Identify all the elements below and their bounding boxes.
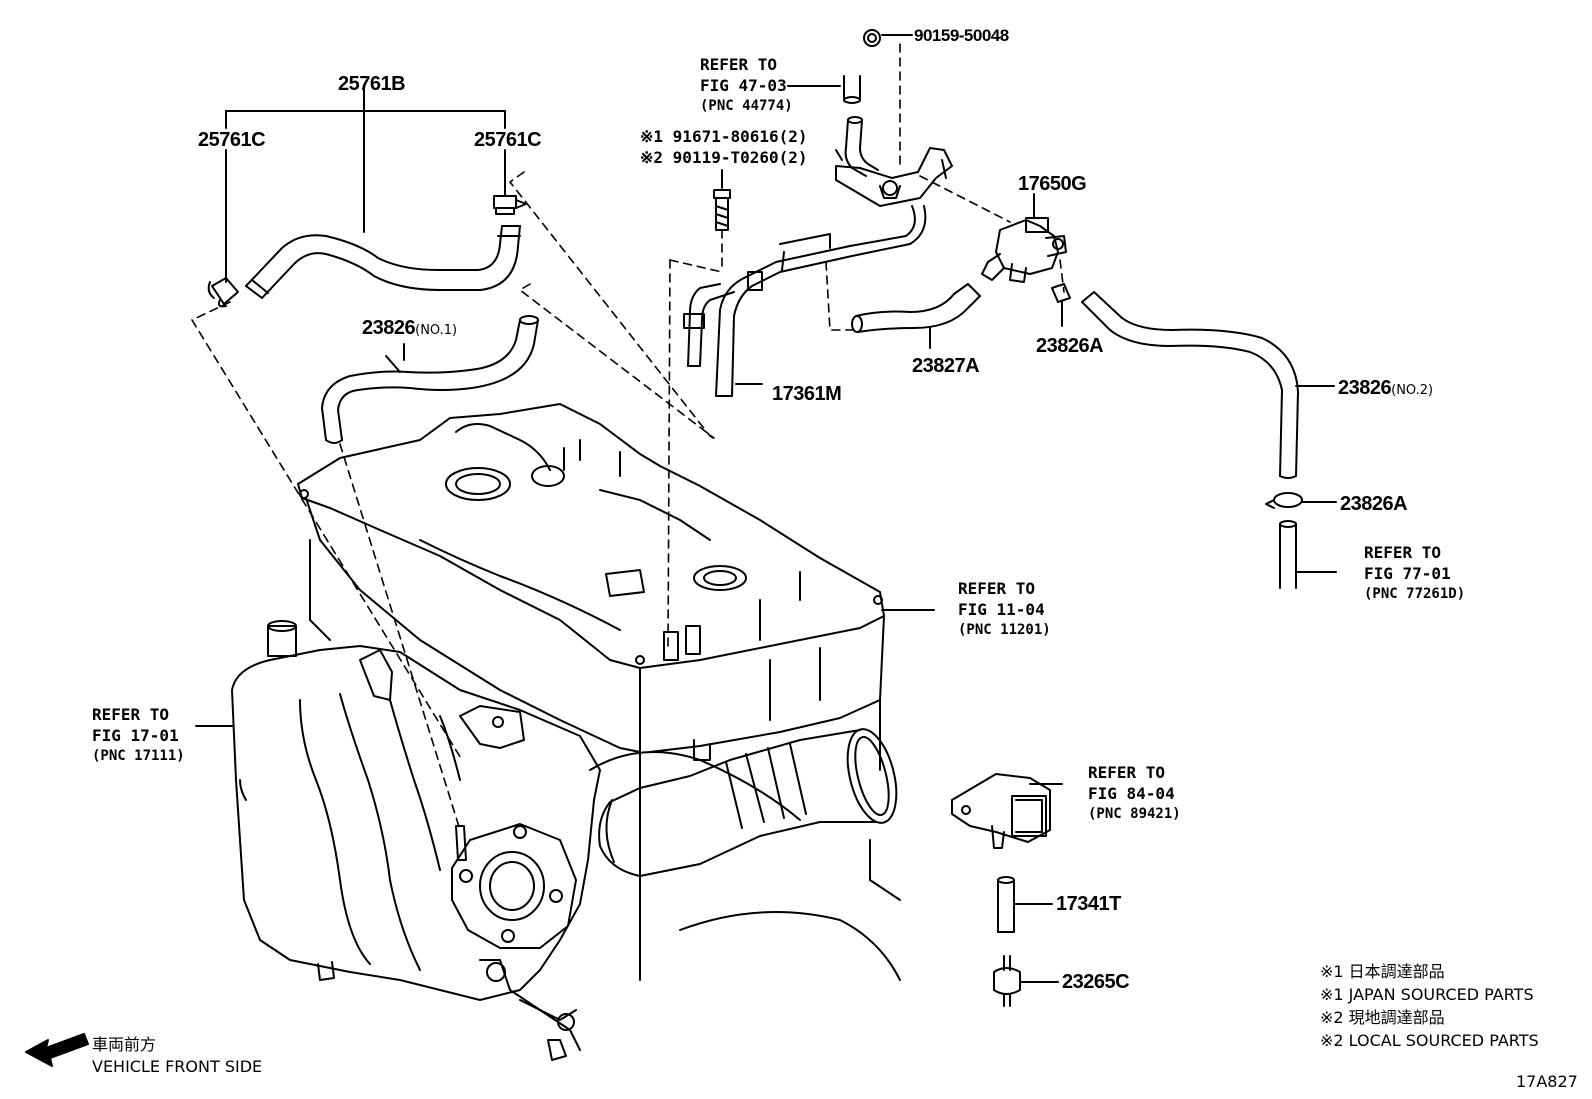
refer-fig-84-04-pnc: (PNC 89421) <box>1088 806 1181 822</box>
vehicle-front-en: VEHICLE FRONT SIDE <box>92 1057 263 1076</box>
vehicle-front-label: 車両前方 VEHICLE FRONT SIDE <box>92 1034 262 1078</box>
cylinder-head-cover <box>297 403 885 753</box>
vehicle-front-arrow <box>25 1033 89 1067</box>
refer-fig-84-04[interactable]: REFER TO FIG 84-04 (PNC 89421) <box>1088 762 1181 825</box>
vsv-17650g <box>981 193 1067 283</box>
clip-23826a-top <box>1051 283 1071 327</box>
refer-fig-17-01-line2: FIG 17-01 <box>92 726 179 745</box>
label-23826a-right: 23826A <box>1340 493 1408 515</box>
label-17650g: 17650G <box>1018 173 1087 195</box>
refer-fig-47-03-pnc: (PNC 44774) <box>700 98 793 114</box>
clip-23826a-right <box>1265 492 1337 509</box>
hose-23826-no2 <box>1081 291 1335 479</box>
bolt-line-1: ※1 91671-80616(2) <box>640 127 808 146</box>
dashed-connections <box>191 43 1065 831</box>
hose-23826-no1 <box>321 315 539 444</box>
air-intake-hose <box>598 728 898 877</box>
label-leaders <box>195 343 935 727</box>
engine-block <box>589 647 901 981</box>
refer-fig-17-01[interactable]: REFER TO FIG 17-01 (PNC 17111) <box>92 704 185 767</box>
refer-fig-47-03-line1: REFER TO <box>700 55 778 74</box>
clip-25761c-left <box>207 277 239 308</box>
refer-fig-11-04-pnc: (PNC 11201) <box>958 622 1051 638</box>
filter-23265c <box>993 955 1059 1007</box>
refer-fig-11-04-line1: REFER TO <box>958 579 1036 598</box>
pipe-fig47 <box>787 75 861 104</box>
hose-17341t <box>997 876 1053 933</box>
note-2-jp: ※2 現地調達部品 <box>1320 1008 1445 1027</box>
label-23265c: 23265C <box>1062 971 1130 993</box>
refer-fig-47-03-line2: FIG 47-03 <box>700 76 787 95</box>
label-25761b: 25761B <box>338 73 406 95</box>
refer-fig-11-04[interactable]: REFER TO FIG 11-04 (PNC 11201) <box>958 578 1051 641</box>
refer-fig-47-03[interactable]: REFER TO FIG 47-03 (PNC 44774) <box>700 54 793 117</box>
note-2-en: ※2 LOCAL SOURCED PARTS <box>1320 1031 1539 1050</box>
sourcing-notes: ※1 日本調達部品 ※1 JAPAN SOURCED PARTS ※2 現地調達… <box>1320 960 1539 1052</box>
refer-fig-17-01-pnc: (PNC 17111) <box>92 748 185 764</box>
refer-fig-77-01-line1: REFER TO <box>1364 543 1442 562</box>
refer-fig-11-04-line2: FIG 11-04 <box>958 600 1045 619</box>
vehicle-front-jp: 車両前方 <box>92 1035 157 1054</box>
hose-23827a <box>851 283 981 349</box>
label-23826-no2-sub: (NO.2) <box>1391 383 1434 398</box>
label-23826a-top: 23826A <box>1036 335 1104 357</box>
note-1-en: ※1 JAPAN SOURCED PARTS <box>1320 985 1534 1004</box>
pipe-fig77 <box>1279 520 1337 589</box>
note-1-jp: ※1 日本調達部品 <box>1320 962 1445 981</box>
map-sensor <box>951 773 1063 849</box>
refer-fig-77-01[interactable]: REFER TO FIG 77-01 (PNC 77261D) <box>1364 542 1465 605</box>
vsv-bracket <box>683 116 953 397</box>
refer-fig-84-04-line2: FIG 84-04 <box>1088 784 1175 803</box>
diagram-id: 17A827 <box>1516 1072 1578 1091</box>
label-23826-no1-number: 23826 <box>362 317 416 339</box>
label-23826-no2-number: 23826 <box>1338 377 1392 399</box>
bracket-25761 <box>225 89 506 283</box>
label-23827a: 23827A <box>912 355 980 377</box>
label-90159-50048: 90159-50048 <box>914 26 1009 45</box>
label-17341t: 17341T <box>1056 893 1121 915</box>
bolt-line-2: ※2 90119-T0260(2) <box>640 148 808 167</box>
label-25761c-left: 25761C <box>198 129 266 151</box>
label-25761c-right: 25761C <box>474 129 542 151</box>
label-23826-no1-sub: (NO.1) <box>415 323 458 338</box>
refer-fig-77-01-line2: FIG 77-01 <box>1364 564 1451 583</box>
refer-fig-84-04-line1: REFER TO <box>1088 763 1166 782</box>
label-23826-no1: 23826(NO.1) <box>362 318 457 341</box>
refer-fig-77-01-pnc: (PNC 77261D) <box>1364 586 1466 602</box>
hose-25761b <box>245 225 521 299</box>
clip-25761c-right <box>493 195 527 215</box>
intake-manifold <box>231 620 601 1061</box>
nut-90159 <box>863 29 913 47</box>
label-17361m: 17361M <box>772 383 842 405</box>
refer-fig-17-01-line1: REFER TO <box>92 705 170 724</box>
label-23826-no2: 23826(NO.2) <box>1338 378 1433 401</box>
bolt-91671 <box>713 169 731 231</box>
bolt-part-numbers: ※1 91671-80616(2) ※2 90119-T0260(2) <box>640 126 808 168</box>
